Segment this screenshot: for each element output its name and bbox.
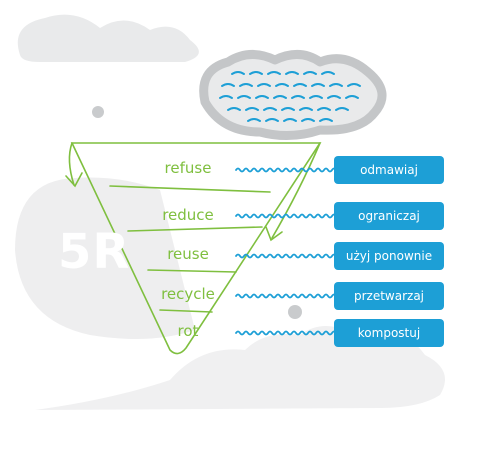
water-wave-mark <box>285 71 299 75</box>
water-wave-mark <box>273 95 287 99</box>
grey-dot <box>288 305 302 319</box>
arrow-left <box>68 142 75 186</box>
step-word-refuse: refuse <box>164 159 212 177</box>
water-wave-mark <box>255 95 269 99</box>
divider-3 <box>147 269 237 273</box>
translation-label-kompostuj: kompostuj <box>334 319 444 347</box>
translation-label-przetwarzaj: przetwarzaj <box>334 282 444 310</box>
water-wave-mark <box>301 118 315 122</box>
background-blob-left <box>15 177 195 339</box>
water-cloud <box>199 50 387 140</box>
connector-wave <box>235 330 341 336</box>
water-wave-mark <box>275 83 289 87</box>
step-word-recycle: recycle <box>161 285 215 303</box>
step-word-rot: rot <box>177 322 199 340</box>
water-wave-mark <box>335 107 349 111</box>
water-wave-mark <box>219 95 233 99</box>
connector-wave <box>235 253 341 259</box>
connector-waves <box>235 167 341 336</box>
water-wave-mark <box>247 118 261 122</box>
diagram-title-mark: 5R <box>58 224 131 280</box>
water-wave-mark <box>257 83 271 87</box>
water-wave-mark <box>319 118 333 122</box>
translation-label-odmawiaj: odmawiaj <box>334 156 444 184</box>
water-wave-mark <box>227 107 241 111</box>
water-wave-mark <box>317 107 331 111</box>
connector-wave <box>235 167 341 173</box>
water-wave-mark <box>237 95 251 99</box>
grey-dot <box>92 106 104 118</box>
translation-label-ograniczaj: ograniczaj <box>334 202 444 230</box>
water-wave-mark <box>293 83 307 87</box>
translation-label-uzyj-ponownie: użyj ponownie <box>334 242 444 270</box>
water-wave-mark <box>249 71 263 75</box>
water-wave-mark <box>347 83 361 87</box>
water-wave-mark <box>329 83 343 87</box>
divider-2 <box>127 226 263 232</box>
connector-wave <box>235 293 341 299</box>
water-wave-mark <box>309 95 323 99</box>
water-wave-mark <box>231 71 245 75</box>
water-wave-mark <box>299 107 313 111</box>
funnel-lines <box>65 142 322 355</box>
water-wave-mark <box>345 95 359 99</box>
water-wave-mark <box>321 71 335 75</box>
water-wave-mark <box>263 107 277 111</box>
water-wave-mark <box>291 95 305 99</box>
arrow-right <box>271 142 321 239</box>
connector-wave <box>235 213 341 219</box>
water-wave-mark <box>283 118 297 122</box>
divider-4 <box>159 309 213 313</box>
water-wave-mark <box>239 83 253 87</box>
water-waves <box>219 71 361 122</box>
cloud-top-left <box>17 14 199 63</box>
water-wave-mark <box>221 83 235 87</box>
water-wave-mark <box>327 95 341 99</box>
water-wave-mark <box>281 107 295 111</box>
water-wave-mark <box>303 71 317 75</box>
step-word-reuse: reuse <box>167 245 209 263</box>
funnel-outline <box>70 142 322 355</box>
water-wave-mark <box>265 118 279 122</box>
arrow-left-head <box>65 172 83 188</box>
water-wave-mark <box>311 83 325 87</box>
cloud-bottom <box>35 326 445 410</box>
water-wave-mark <box>267 71 281 75</box>
arrow-right-head <box>265 226 283 242</box>
step-word-reduce: reduce <box>162 206 214 224</box>
divider-1 <box>109 185 271 193</box>
water-wave-mark <box>245 107 259 111</box>
